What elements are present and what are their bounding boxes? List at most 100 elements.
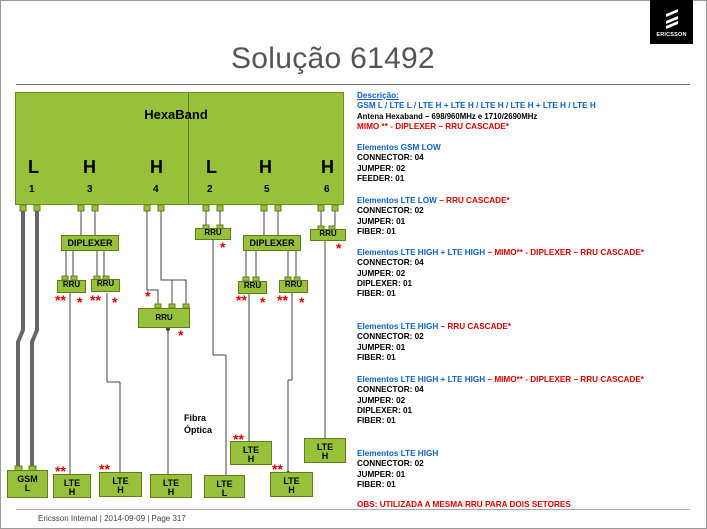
antenna-band: H <box>321 451 329 462</box>
band-label: L <box>206 157 217 177</box>
obs-note: OBS: UTILIZADA A MESMA RRU PARA DOIS SET… <box>357 500 571 509</box>
lte-h-antenna: LTE H <box>270 472 313 497</box>
mimo-marker: ** <box>272 461 283 477</box>
footer-rule <box>16 509 690 510</box>
section-line: DIPLEXER: 01 <box>357 405 413 415</box>
ericsson-logo: ERICSSON <box>650 0 693 44</box>
antenna-label: LTE <box>242 445 260 455</box>
band-label: H <box>259 157 272 177</box>
hexaband-divider <box>188 93 189 204</box>
cascade-marker: * <box>145 288 151 304</box>
section-line: FIBER: 01 <box>357 352 396 362</box>
antenna-label: LTE <box>112 476 129 486</box>
section-line: CONNECTOR: 04 <box>357 153 424 163</box>
section-line: FEEDER: 01 <box>357 173 405 183</box>
description-line: Antena Hexaband – 698/960MHz e 1710/2690… <box>357 111 538 121</box>
section-line: CONNECTOR: 02 <box>357 206 424 216</box>
port-number: 4 <box>153 184 159 195</box>
section-line: CONNECTOR: 02 <box>357 459 424 469</box>
antenna-band: H <box>288 485 295 496</box>
band-label: H <box>321 157 334 177</box>
section-line: FIBER: 01 <box>357 226 396 236</box>
cascade-marker: * <box>220 239 226 255</box>
port-number: 1 <box>29 184 35 195</box>
antenna-label: LTE <box>316 442 334 452</box>
section-lte-high-mimo-2: Elementos LTE HIGH + LTE HIGH – MIMO** -… <box>357 375 687 426</box>
band-label: H <box>83 157 96 177</box>
diplexer: DIPLEXER <box>243 235 301 251</box>
section-gsm-low: Elementos GSM LOW CONNECTOR: 04 JUMPER: … <box>357 143 687 184</box>
antenna-band: H <box>247 454 255 465</box>
antenna-label: LTE <box>216 479 233 489</box>
description-line: MIMO ** - DIPLEXER – RRU CASCADE* <box>357 121 509 131</box>
lte-h-antenna: LTE H <box>230 441 272 465</box>
section-line: JUMPER: 02 <box>357 163 406 173</box>
port-number: 5 <box>264 184 270 195</box>
title-rule <box>16 84 690 85</box>
section-lte-high-mimo-1: Elementos LTE HIGH + LTE HIGH – MIMO** -… <box>357 248 687 299</box>
lte-h-antenna: LTE H <box>53 474 91 498</box>
antenna-band: H <box>167 487 175 498</box>
cascade-marker: * <box>299 294 305 310</box>
port-number: 3 <box>87 184 93 195</box>
section-lte-high: Elementos LTE HIGH CONNECTOR: 02 JUMPER:… <box>357 449 687 490</box>
port-number: 2 <box>207 184 213 195</box>
slide-footer: Ericsson Internal | 2014-09-09 | Page 31… <box>38 514 186 523</box>
mimo-marker: ** <box>90 292 101 308</box>
diplexer: DIPLEXER <box>61 235 119 251</box>
mimo-marker: ** <box>236 292 247 308</box>
rru-cascade: RRU <box>138 308 190 328</box>
mimo-marker: ** <box>233 431 244 447</box>
antenna-band: L <box>24 483 31 494</box>
section-line: DIPLEXER: 01 <box>357 278 413 288</box>
antenna-label: LTE <box>162 478 180 488</box>
gsm-l-antenna: GSM L <box>7 470 48 498</box>
lte-h-antenna: LTE H <box>304 438 346 463</box>
antenna-label: LTE <box>283 476 300 486</box>
section-line: CONNECTOR: 04 <box>357 385 424 395</box>
rru-cascade: RRU <box>195 228 231 240</box>
rru: RRU <box>57 280 86 293</box>
section-line: FIBER: 01 <box>357 416 396 426</box>
antenna-label: GSM <box>17 474 38 484</box>
hexaband-antenna: HexaBand L H H L H H 1 3 4 2 5 6 <box>15 92 344 205</box>
lte-h-antenna: LTE H <box>99 472 142 497</box>
ericsson-logo-icon <box>666 9 678 29</box>
band-label: H <box>150 157 163 177</box>
antenna-label: LTE <box>63 478 81 488</box>
antenna-band: L <box>221 488 228 499</box>
cascade-marker: * <box>260 294 266 310</box>
section-line: JUMPER: 01 <box>357 216 406 226</box>
section-lte-low: Elementos LTE LOW – RRU CASCADE* CONNECT… <box>357 196 687 237</box>
logo-wordmark: ERICSSON <box>656 32 687 38</box>
mimo-marker: ** <box>99 461 110 477</box>
band-label: L <box>28 157 39 177</box>
cascade-marker: * <box>178 327 184 343</box>
lte-h-antenna: LTE H <box>150 474 192 498</box>
section-line: CONNECTOR: 02 <box>357 332 424 342</box>
cascade-marker: * <box>77 294 83 310</box>
section-line: JUMPER: 02 <box>357 268 406 278</box>
description-heading: Descrição: <box>357 91 399 100</box>
description-line: GSM L / LTE L / LTE H + LTE H / LTE H / … <box>357 101 596 111</box>
fibra-optica-label: Fibra Óptica <box>184 413 213 435</box>
cascade-marker: * <box>112 294 118 310</box>
description-block: Descrição: GSM L / LTE L / LTE H + LTE H… <box>357 91 687 132</box>
mimo-marker: ** <box>55 292 66 308</box>
hexaband-label: HexaBand <box>144 107 208 122</box>
port-number: 6 <box>324 184 330 195</box>
section-line: JUMPER: 01 <box>357 469 406 479</box>
section-line: JUMPER: 01 <box>357 342 406 352</box>
slide-title: Solução 61492 <box>230 42 436 75</box>
mimo-marker: ** <box>55 463 66 479</box>
cascade-marker: * <box>336 240 342 256</box>
antenna-band: H <box>117 485 124 496</box>
section-line: JUMPER: 02 <box>357 395 406 405</box>
lte-l-antenna: LTE L <box>204 475 245 498</box>
mimo-marker: ** <box>277 292 288 308</box>
rru: RRU <box>238 281 267 294</box>
section-line: CONNECTOR: 04 <box>357 258 424 268</box>
section-lte-high-cascade: Elementos LTE HIGH – RRU CASCADE* CONNEC… <box>357 322 687 363</box>
rru: RRU <box>279 280 308 293</box>
